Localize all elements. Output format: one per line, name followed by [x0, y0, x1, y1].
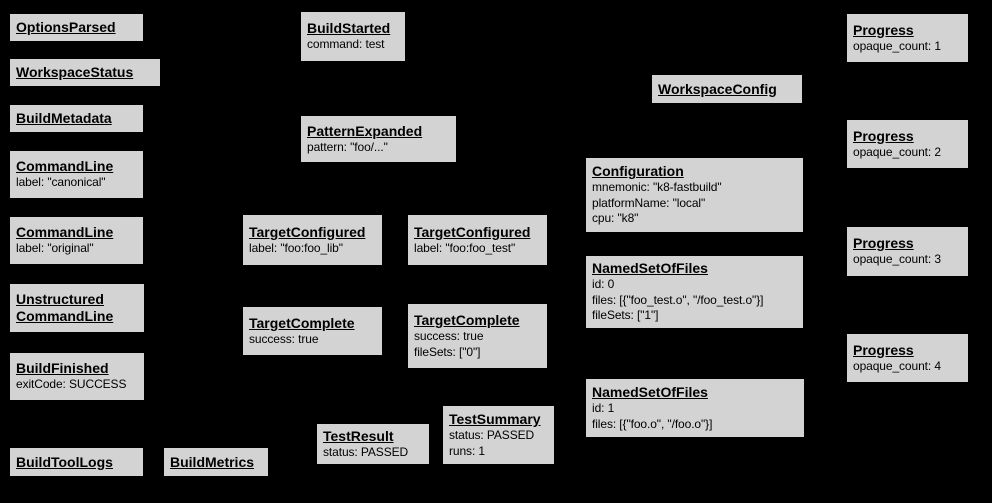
node-title: TargetConfigured — [414, 223, 531, 240]
node-attribute: id: 0 — [592, 277, 615, 292]
node-attribute: label: "canonical" — [16, 175, 106, 190]
node-attribute: files: [{"foo.o", "/foo.o"}] — [592, 416, 713, 431]
node-title: Unstructured — [16, 291, 104, 307]
node-title: BuildMetadata — [16, 110, 112, 126]
node-options-parsed: OptionsParsed — [9, 13, 144, 42]
node-attribute: label: "foo:foo_lib" — [249, 240, 343, 255]
node-title: BuildMetrics — [170, 453, 255, 470]
node-workspace-status: WorkspaceStatus — [9, 58, 161, 87]
node-attribute: success: true — [414, 329, 484, 343]
node-attribute: label: "foo:foo_test" — [414, 240, 516, 255]
node-attribute: success: true — [249, 331, 319, 346]
node-attribute: status: PASSED — [323, 444, 409, 459]
node-title: Progress — [853, 341, 914, 358]
node-build-metadata: BuildMetadata — [9, 104, 144, 133]
node-title: BuildFinished — [16, 360, 109, 377]
node-title: TargetComplete — [414, 312, 520, 328]
node-title: WorkspaceConfig — [658, 80, 777, 97]
node-title: NamedSetOfFiles — [592, 384, 708, 400]
node-title: TestResult — [323, 427, 394, 444]
node-title: Configuration — [592, 163, 684, 180]
node-attribute: exitCode: SUCCESS — [16, 377, 127, 392]
node-attribute: id: 1 — [592, 401, 615, 415]
node-title: TestSummary — [449, 411, 541, 427]
node-attribute: fileSets: ["0"] — [414, 344, 481, 359]
node-attribute: platformName: "local" — [592, 195, 706, 210]
node-attribute: cpu: "k8" — [592, 211, 639, 226]
node-title: Progress — [853, 21, 914, 38]
node-title: CommandLine — [16, 308, 114, 324]
node-build-tool-logs: BuildToolLogs — [9, 447, 144, 477]
node-attribute: status: PASSED — [449, 428, 535, 442]
node-title: Progress — [853, 235, 914, 252]
node-attribute: opaque_count: 3 — [853, 252, 941, 267]
node-title: TargetConfigured — [249, 223, 366, 240]
node-title: Progress — [853, 127, 914, 144]
node-title: OptionsParsed — [16, 19, 116, 35]
node-title: NamedSetOfFiles — [592, 260, 708, 277]
node-build-metrics: BuildMetrics — [163, 447, 269, 477]
node-title: BuildStarted — [307, 20, 391, 37]
node-attribute: command: test — [307, 37, 385, 52]
node-attribute: opaque_count: 4 — [853, 358, 941, 373]
node-attribute: mnemonic: "k8-fastbuild" — [592, 180, 722, 195]
node-attribute: fileSets: ["1"] — [592, 308, 659, 323]
node-attribute: files: [{"foo_test.o", "/foo_test.o"}] — [592, 292, 764, 307]
node-attribute: opaque_count: 2 — [853, 144, 941, 159]
node-title: BuildToolLogs — [16, 453, 113, 470]
node-attribute: label: "original" — [16, 241, 94, 256]
node-title: CommandLine — [16, 224, 114, 241]
node-title: WorkspaceStatus — [16, 64, 134, 80]
node-workspace-config: WorkspaceConfig — [651, 74, 803, 104]
node-title: TargetComplete — [249, 314, 355, 331]
node-title: CommandLine — [16, 158, 114, 175]
node-attribute: pattern: "foo/..." — [307, 139, 388, 154]
node-title: PatternExpanded — [307, 122, 423, 139]
node-attribute: opaque_count: 1 — [853, 38, 941, 53]
node-attribute: runs: 1 — [449, 443, 485, 458]
